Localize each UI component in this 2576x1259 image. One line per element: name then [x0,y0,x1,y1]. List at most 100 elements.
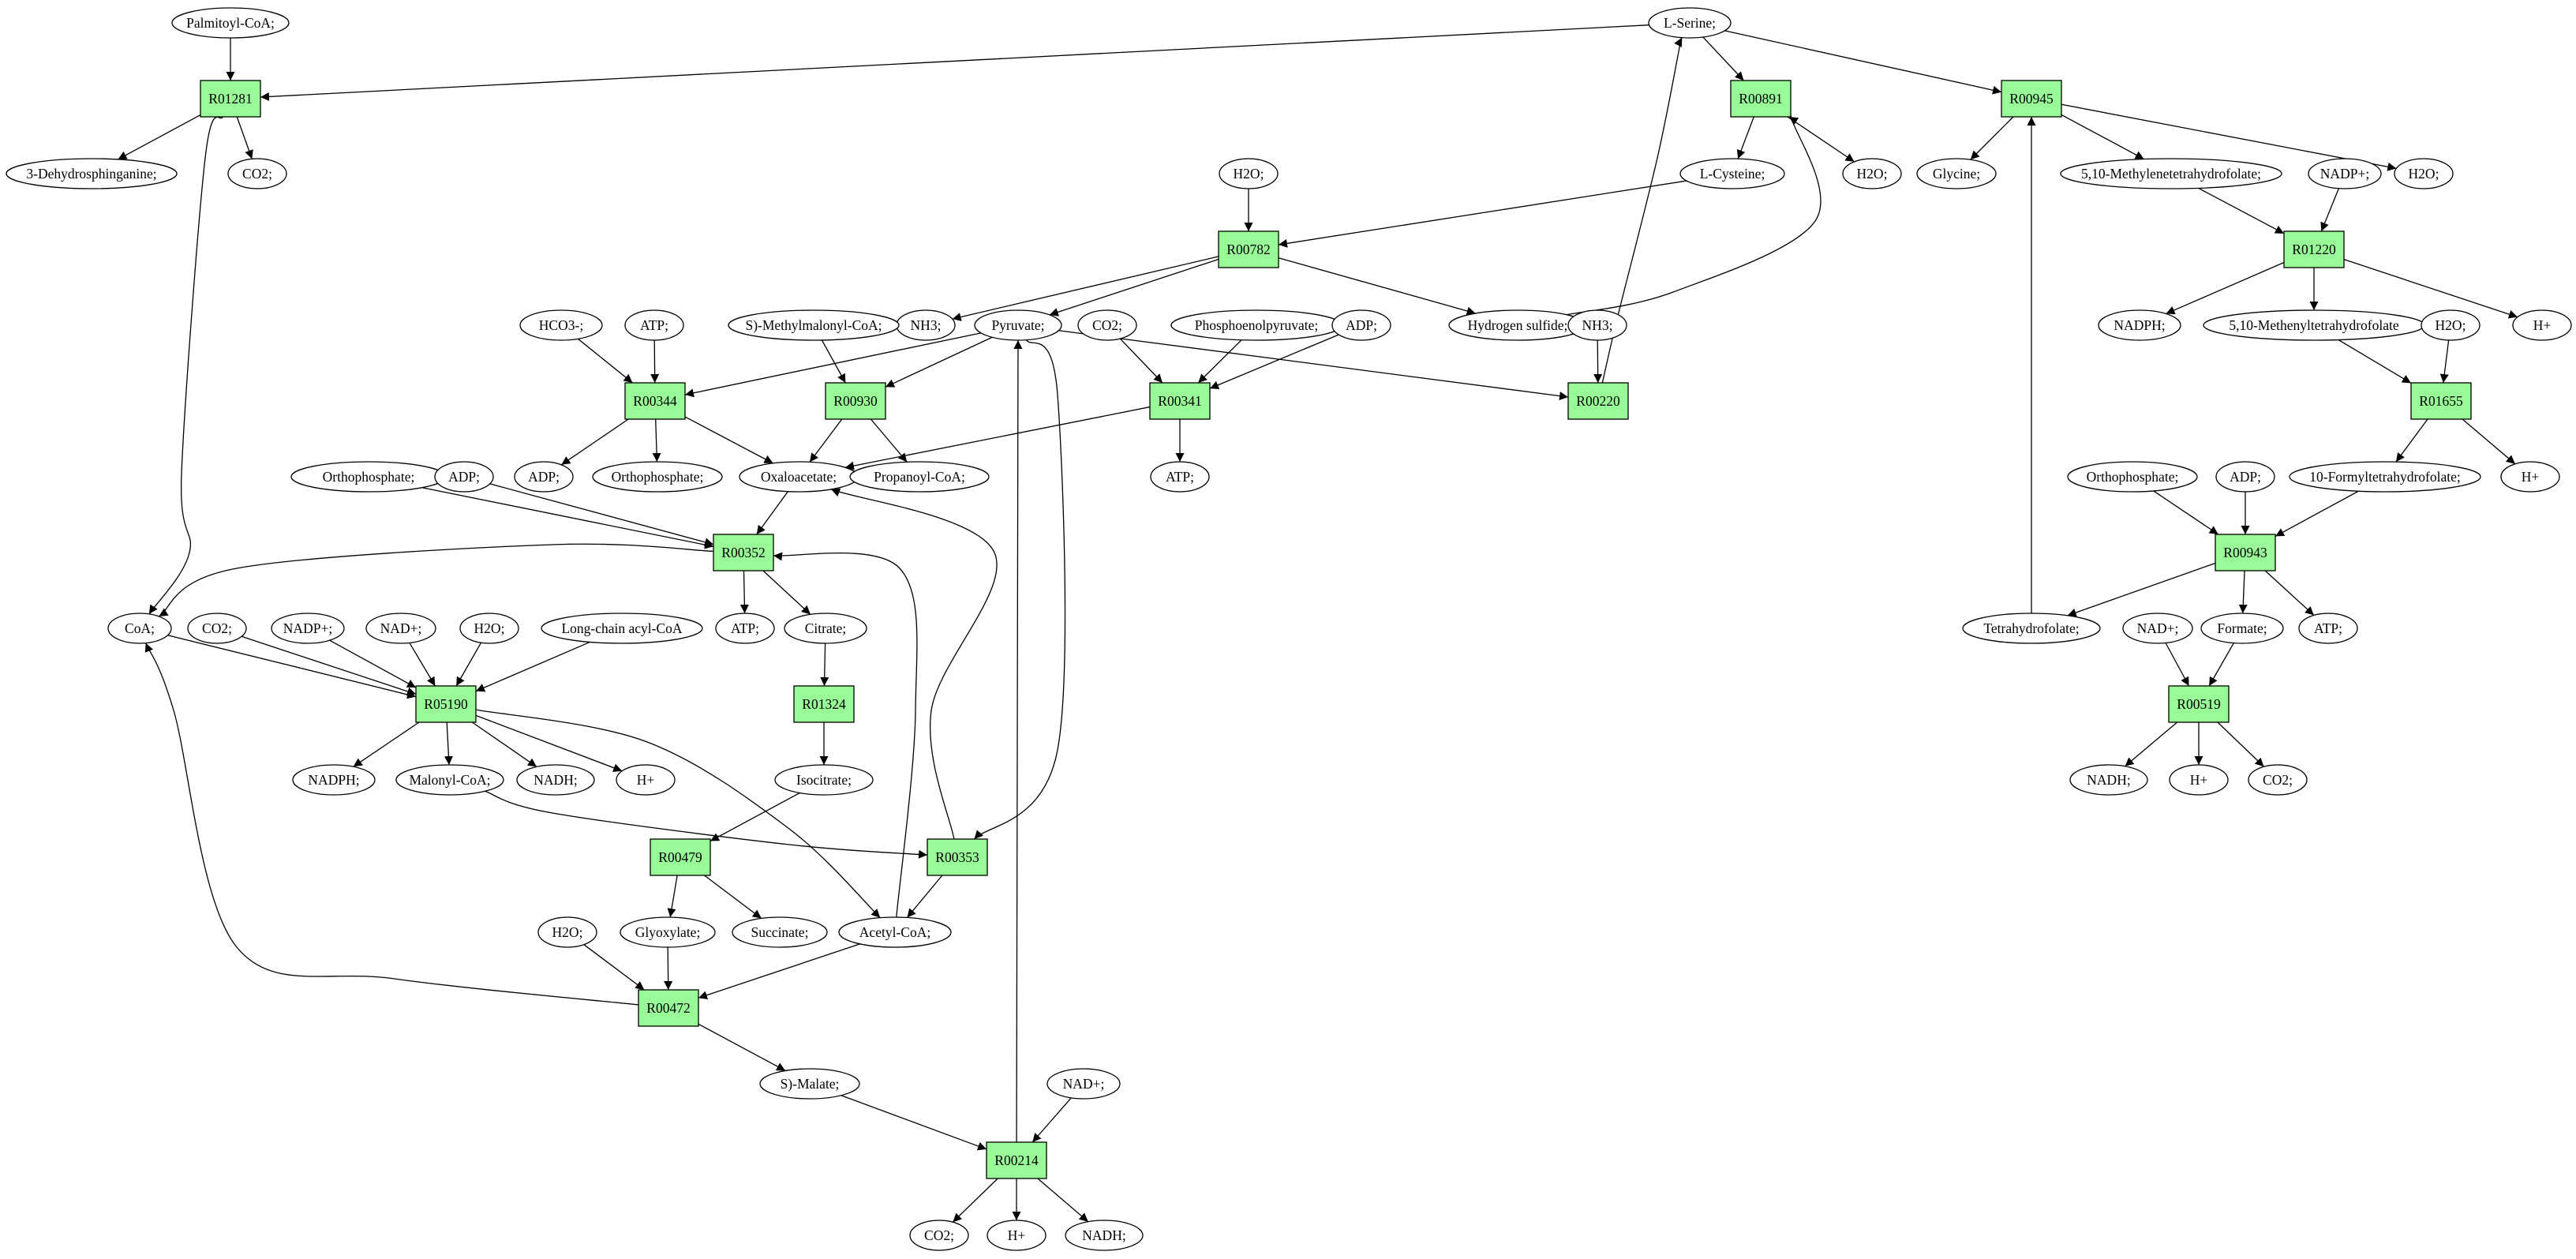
compound-node-propanoyl[interactable]: Propanoyl-CoA; [849,461,990,493]
reaction-node-R00353[interactable]: R00353 [927,838,988,876]
reaction-label: R00472 [646,1000,690,1016]
compound-node-nadh-c[interactable]: NADH; [1065,1220,1144,1251]
compound-node-co2-c[interactable]: CO2; [187,613,247,644]
compound-node-nad-b[interactable]: NAD+; [2122,613,2193,644]
compound-ellipse [784,613,867,644]
compound-node-serine[interactable]: L-Serine; [1648,7,1732,39]
compound-node-acetyl[interactable]: Acetyl-CoA; [838,916,952,948]
compound-node-glyoxylate[interactable]: Glyoxylate; [620,916,716,948]
compound-ellipse [2289,461,2481,493]
reaction-node-R00352[interactable]: R00352 [713,534,774,571]
reaction-node-R01281[interactable]: R01281 [200,80,261,118]
compound-node-pyruvate[interactable]: Pyruvate; [974,309,1062,341]
compound-node-hplus-d[interactable]: H+ [2169,764,2229,796]
compound-node-citrate[interactable]: Citrate; [784,613,867,644]
compound-label: CO2; [2263,772,2293,788]
compound-node-h2o-e[interactable]: H2O; [459,613,519,644]
compound-node-isocitrate[interactable]: Isocitrate; [774,764,874,796]
reaction-label: R00344 [633,393,677,409]
compound-node-nadp-a[interactable]: NADP+; [2308,158,2382,189]
edge-nad_b-to-R00519 [2165,643,2190,687]
compound-node-h2o-c[interactable]: H2O; [1219,158,1279,189]
compound-node-atp-b[interactable]: ATP; [1150,461,1210,493]
compound-node-adp-d[interactable]: ADP; [2215,461,2275,493]
compound-node-nh3-a[interactable]: NH3; [896,309,956,341]
reaction-node-R00220[interactable]: R00220 [1567,382,1629,420]
compound-node-co2-a[interactable]: CO2; [227,158,287,189]
reaction-node-R00472[interactable]: R00472 [638,989,699,1027]
reaction-node-R01220[interactable]: R01220 [2283,230,2345,268]
compound-node-methylenethf[interactable]: 5,10-Methylenetetrahydrofolate; [2060,158,2282,189]
compound-node-succinate[interactable]: Succinate; [732,916,828,948]
compound-node-s-methylmalonyl[interactable]: S)-Methylmalonyl-CoA; [728,309,900,341]
compound-label: CO2; [202,620,232,636]
compound-node-methenylthf[interactable]: 5,10-Methenyltetrahydrofolate [2203,309,2425,341]
compound-node-hydrogen-sulfide[interactable]: Hydrogen sulfide; [1448,309,1587,341]
compound-label: Orthophosphate; [2087,469,2179,485]
compound-node-h2o-f[interactable]: H2O; [537,916,597,948]
reaction-node-R00519[interactable]: R00519 [2168,685,2230,723]
compound-node-co2-e[interactable]: CO2; [909,1220,969,1251]
compound-node-nadp-b[interactable]: NADP+; [271,613,345,644]
compound-node-hco3[interactable]: HCO3-; [519,309,603,341]
reaction-node-R00943[interactable]: R00943 [2215,534,2276,571]
compound-node-adp-b[interactable]: ADP; [514,461,574,493]
compound-node-oxaloacetate[interactable]: Oxaloacetate; [739,461,859,493]
reaction-node-R00479[interactable]: R00479 [650,838,711,876]
compound-node-hplus-c[interactable]: H+ [616,764,676,796]
reaction-node-R01324[interactable]: R01324 [793,685,855,723]
reaction-node-R00930[interactable]: R00930 [825,382,886,420]
reaction-node-R00782[interactable]: R00782 [1218,230,1279,268]
compound-ellipse [365,613,436,644]
compound-ellipse [732,916,828,948]
compound-node-nad-c[interactable]: NAD+; [1046,1068,1121,1100]
compound-node-glycine[interactable]: Glycine; [1916,158,1997,189]
compound-node-co2-b[interactable]: CO2; [1077,309,1137,341]
compound-node-hplus-a[interactable]: H+ [2512,309,2572,341]
compound-label: NADPH; [2114,317,2165,333]
reaction-node-R01655[interactable]: R01655 [2410,382,2472,420]
compound-node-nadh-a[interactable]: NADH; [516,764,595,796]
compound-node-atp-c[interactable]: ATP; [715,613,775,644]
compound-node-atp-d[interactable]: ATP; [2298,613,2358,644]
compound-node-l-cysteine[interactable]: L-Cysteine; [1679,158,1785,189]
compound-node-adp-c[interactable]: ADP; [434,461,494,493]
compound-label: Formate; [2217,620,2267,636]
compound-node-hplus-b[interactable]: H+ [2500,461,2560,493]
edge-serine-to-R00945 [1724,30,2002,95]
compound-node-ortho-a[interactable]: Orthophosphate; [592,461,723,493]
reaction-node-R00344[interactable]: R00344 [624,382,686,420]
reaction-node-R00945[interactable]: R00945 [2001,80,2062,118]
compound-node-pep[interactable]: Phosphoenolpyruvate; [1170,309,1342,341]
compound-node-formate[interactable]: Formate; [2200,613,2284,644]
compound-node-thf[interactable]: Tetrahydrofolate; [1962,613,2101,644]
compound-node-dehydrosphinganine[interactable]: 3-Dehydrosphinganine; [6,158,178,189]
compound-node-coa[interactable]: CoA; [107,613,172,644]
compound-node-ortho-b[interactable]: Orthophosphate; [290,461,447,493]
edges-layer [118,24,2518,1223]
reaction-node-R00891[interactable]: R00891 [1730,80,1792,118]
reaction-node-R00214[interactable]: R00214 [986,1141,1047,1179]
compound-label: Glycine; [1933,166,1980,182]
compound-node-formylthf[interactable]: 10-Formyltetrahydrofolate; [2289,461,2481,493]
compound-node-h2o-d[interactable]: H2O; [2421,309,2481,341]
compound-node-nh3-b[interactable]: NH3; [1567,309,1627,341]
compound-node-hplus-e[interactable]: H+ [987,1220,1046,1251]
compound-node-malonyl[interactable]: Malonyl-CoA; [395,764,504,796]
compound-node-adp-a[interactable]: ADP; [1331,309,1391,341]
compound-node-nadh-b[interactable]: NADH; [2069,764,2148,796]
compound-ellipse [2248,764,2308,796]
compound-node-co2-d[interactable]: CO2; [2248,764,2308,796]
compound-node-nad-a[interactable]: NAD+; [365,613,436,644]
reaction-node-R00341[interactable]: R00341 [1149,382,1211,420]
reaction-node-R05190[interactable]: R05190 [415,685,477,723]
compound-node-h2o-b[interactable]: H2O; [2394,158,2454,189]
compound-node-long-chain[interactable]: Long-chain acyl-CoA [541,613,703,644]
compound-node-s-malate[interactable]: S)-Malate; [759,1068,860,1100]
compound-node-palmitoyl-coa[interactable]: Palmitoyl-CoA; [171,7,290,39]
compound-node-atp-a[interactable]: ATP; [624,309,684,341]
compound-node-h2o-a[interactable]: H2O; [1842,158,1902,189]
compound-node-nadph-a[interactable]: NADPH; [2098,309,2181,341]
compound-node-ortho-c[interactable]: Orthophosphate; [2067,461,2198,493]
compound-node-nadph-b[interactable]: NADPH; [292,764,376,796]
